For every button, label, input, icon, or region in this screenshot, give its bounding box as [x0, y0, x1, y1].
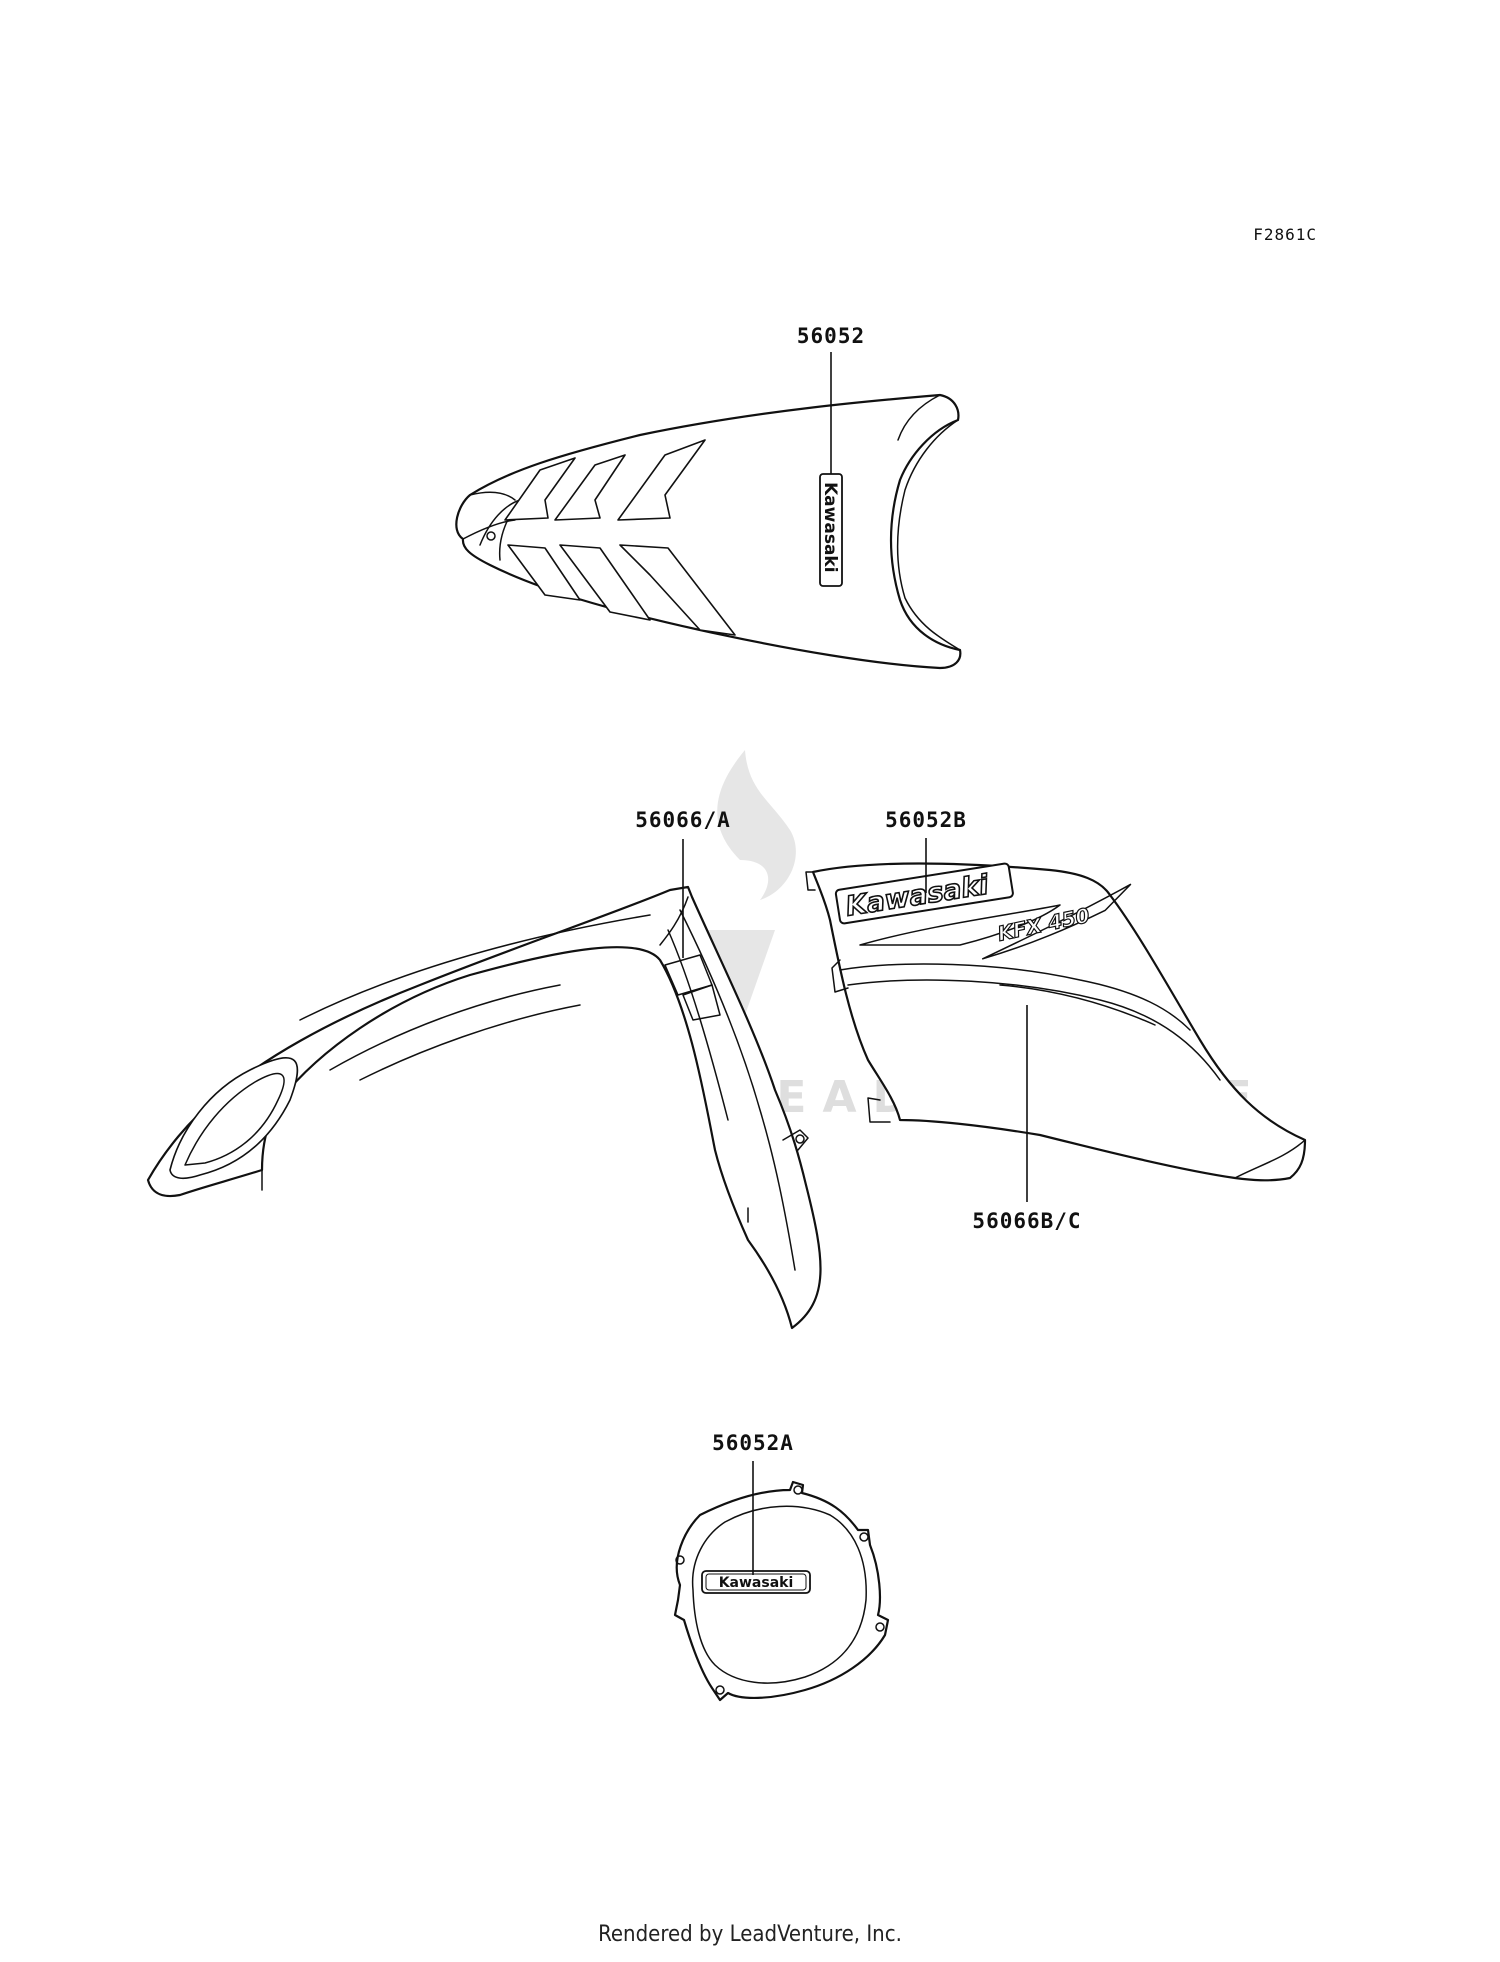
- front-fender-part: 56066/A: [146, 808, 822, 1330]
- label-56066b-c: 56066B/C: [972, 1209, 1081, 1233]
- seat-part: Kawasaki 56052: [455, 324, 962, 670]
- cover-kawasaki-decal: Kawasaki: [719, 1575, 794, 1591]
- figure-code: F2861C: [1253, 225, 1317, 244]
- label-56052b: 56052B: [885, 808, 967, 832]
- tank-cover-part: Kawasaki KFX 450 56052B 56066B/C: [805, 808, 1307, 1233]
- label-56052: 56052: [797, 324, 865, 348]
- seat-kawasaki-decal: Kawasaki: [820, 482, 840, 573]
- seat-outline: [455, 393, 962, 670]
- label-56066-a: 56066/A: [635, 808, 731, 832]
- engine-cover-part: Kawasaki 56052A: [673, 1431, 890, 1702]
- tank-cover-outline: [811, 862, 1307, 1182]
- label-56052a: 56052A: [712, 1431, 794, 1455]
- footer-credit: Rendered by LeadVenture, Inc.: [598, 1922, 902, 1947]
